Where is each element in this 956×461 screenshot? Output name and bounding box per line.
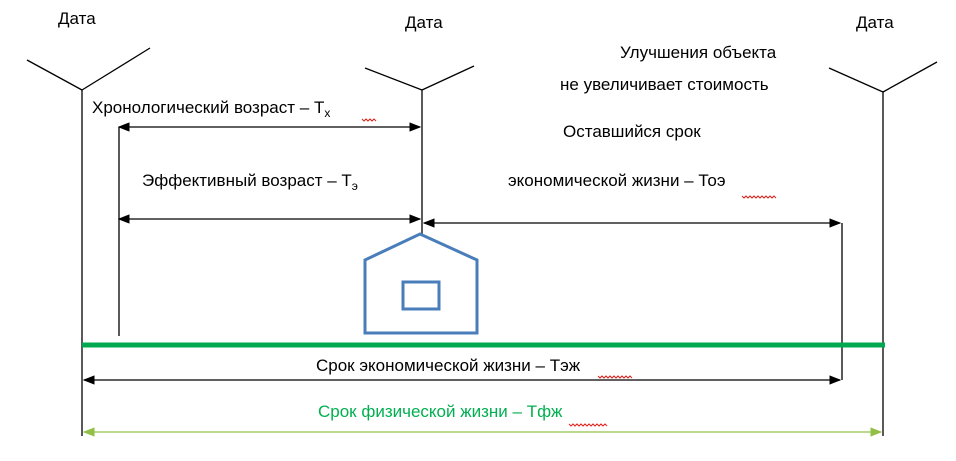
spellcheck-underline bbox=[741, 195, 777, 199]
remaining-life-line-2: экономической жизни – Тоэ bbox=[508, 171, 726, 190]
note-line-1: Улучшения объекта bbox=[620, 43, 777, 62]
note-line-2: не увеличивает стоимость bbox=[560, 75, 769, 94]
spellcheck-underline bbox=[568, 423, 608, 427]
middle-date-label: Дата bbox=[405, 13, 443, 32]
left-date-label: Дата bbox=[58, 9, 96, 28]
right-date-label: Дата bbox=[856, 13, 894, 32]
middle-marker-branch-right bbox=[421, 65, 475, 91]
economic-life-label: Срок экономической жизни – Тэж bbox=[316, 356, 581, 375]
house-icon bbox=[363, 232, 479, 335]
physical-life-label: Срок физической жизни – Тфж bbox=[318, 402, 563, 421]
middle-date-marker: Дата bbox=[364, 13, 475, 234]
right-marker-branch-left bbox=[828, 67, 884, 93]
middle-marker-branch-left bbox=[364, 67, 423, 91]
right-date-marker: Дата bbox=[828, 13, 938, 436]
spellcheck-underline bbox=[597, 375, 633, 379]
remaining-life-line-1: Оставшийся срок bbox=[563, 122, 701, 141]
left-marker-branch-left bbox=[26, 59, 83, 91]
right-marker-branch-right bbox=[882, 61, 938, 93]
spellcheck-underline bbox=[361, 118, 377, 122]
chronological-age-label: Хронологический возраст – Тх bbox=[92, 98, 330, 120]
effective-age-label: Эффективный возраст – Тэ bbox=[142, 171, 358, 193]
left-marker-branch-right bbox=[81, 47, 151, 91]
left-date-marker: Дата bbox=[26, 9, 151, 436]
